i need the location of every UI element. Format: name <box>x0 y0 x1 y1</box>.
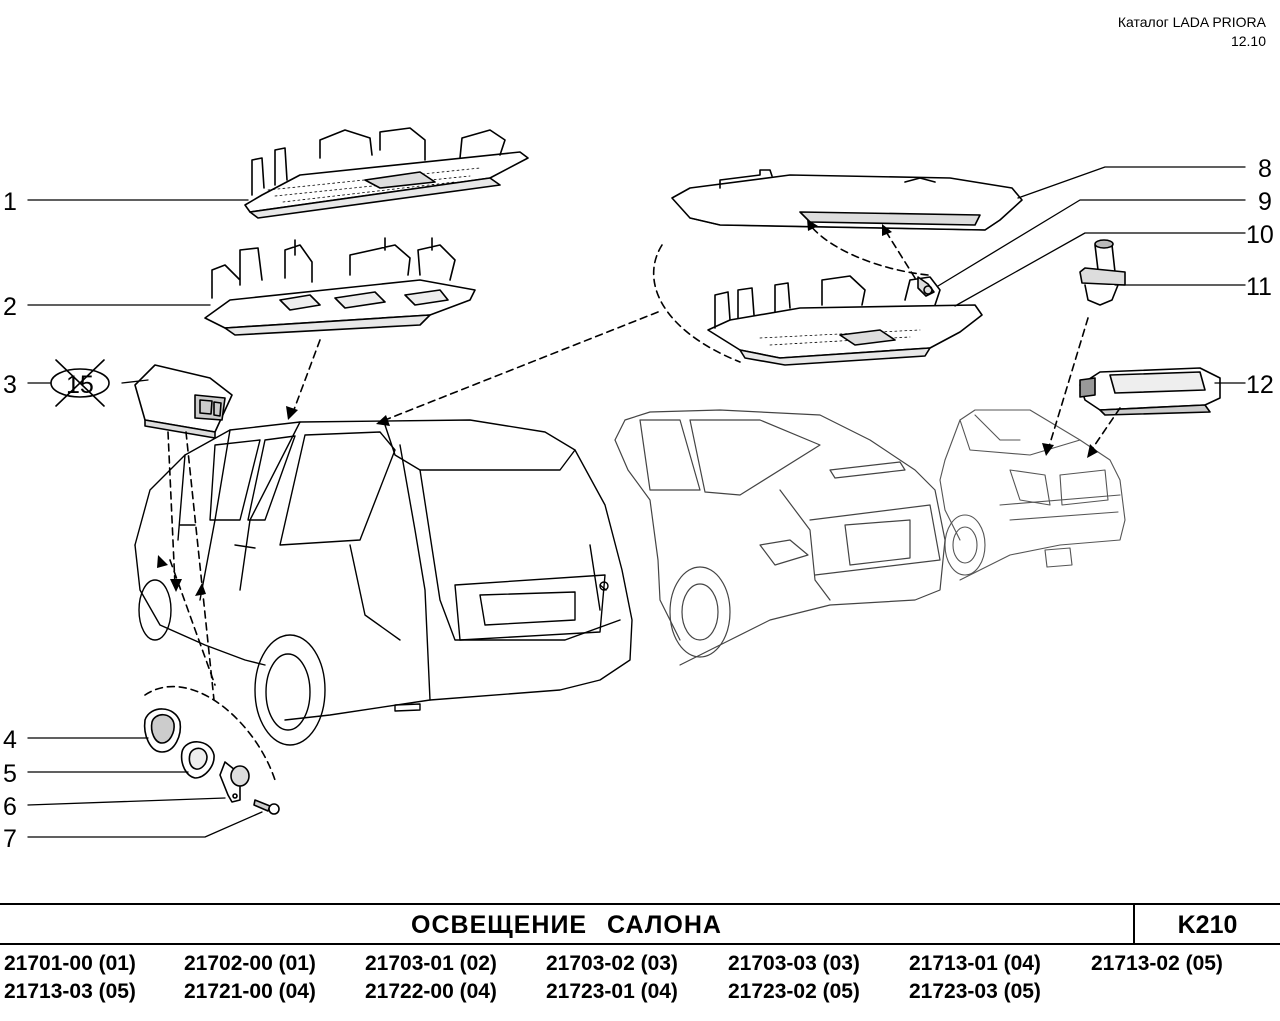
callout-6: 6 <box>3 793 17 821</box>
model-code: 21713-02 (05) <box>1091 952 1223 975</box>
callout-1: 1 <box>3 188 17 216</box>
part-3-relay-box <box>134 364 233 439</box>
callout-4: 4 <box>3 726 17 754</box>
model-code: 21721-00 (04) <box>184 980 316 1003</box>
model-code: 21723-03 (05) <box>909 980 1041 1003</box>
leader-lines <box>27 166 1246 838</box>
dashed-arrows <box>144 224 1121 781</box>
section-code: K210 <box>1177 911 1238 939</box>
callout-8: 8 <box>1258 155 1272 183</box>
crossed-label: 15 <box>66 371 94 399</box>
callout-7: 7 <box>3 825 17 853</box>
title-divider <box>1133 905 1135 943</box>
wagon-car-outline <box>134 419 633 746</box>
model-code: 21703-02 (03) <box>546 952 678 975</box>
model-code: 21702-00 (01) <box>184 952 316 975</box>
model-code: 21723-01 (04) <box>546 980 678 1003</box>
model-code: 21703-01 (02) <box>365 952 497 975</box>
model-code: 21701-00 (01) <box>4 952 136 975</box>
part-5-gasket <box>180 741 215 779</box>
parts-diagram: 1 2 3 15 4 5 6 7 8 9 10 11 12 <box>3 127 1274 853</box>
callout-5: 5 <box>3 760 17 788</box>
callout-11: 11 <box>1246 273 1272 301</box>
sedan-car-outline <box>939 409 1126 581</box>
callout-2: 2 <box>3 293 17 321</box>
title-bar: ОСВЕЩЕНИЕ САЛОНА K210 <box>0 903 1280 945</box>
part-9-screw <box>917 276 935 297</box>
callout-3: 3 <box>3 371 17 399</box>
part-1-dome-lamp <box>244 127 529 219</box>
model-code: 21713-01 (04) <box>909 952 1041 975</box>
part-6-door-switch <box>219 761 250 803</box>
part-2-dome-lamp <box>204 237 476 336</box>
part-4-boot <box>143 708 182 753</box>
part-8-lamp-cover <box>671 169 1023 231</box>
model-code: 21723-02 (05) <box>728 980 860 1003</box>
cross-out-mark <box>55 359 105 407</box>
catalog-date: 12.10 <box>1230 33 1266 49</box>
model-code: 21713-03 (05) <box>4 980 136 1003</box>
callout-10: 10 <box>1246 221 1274 249</box>
part-11-socket <box>1079 239 1126 306</box>
crossed-oval <box>50 368 110 398</box>
part-7-screw <box>253 799 280 815</box>
catalog-title: Каталог LADA PRIORA <box>1117 14 1266 30</box>
callout-9: 9 <box>1258 188 1272 216</box>
arrowheads <box>157 219 1098 596</box>
hatchback-car-outline <box>614 409 946 666</box>
part-10-lamp-base <box>707 275 983 366</box>
callout-12: 12 <box>1246 371 1274 399</box>
model-code: 21722-00 (04) <box>365 980 497 1003</box>
section-title: ОСВЕЩЕНИЕ САЛОНА <box>411 911 722 939</box>
model-code: 21703-03 (03) <box>728 952 860 975</box>
part-12-plate-lamp <box>1079 367 1221 416</box>
